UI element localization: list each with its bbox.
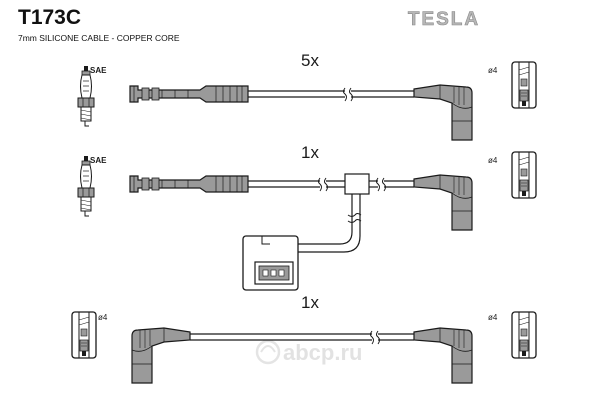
spark-plug-icon (77, 155, 95, 217)
coil-terminal-icon (511, 311, 537, 359)
coil-terminal-icon (511, 61, 537, 109)
lead-row-2: SAE 1x ø4 (77, 143, 537, 291)
plug-boot (129, 175, 249, 193)
lead-row-1: SAE 5x ø4 (77, 51, 537, 141)
lead-row-1-quantity: 5x (301, 51, 319, 70)
lead-row-1-left-label: SAE (90, 66, 107, 75)
lead-row-2-right-label: ø4 (488, 156, 498, 165)
watermark-text: abсp.ru (283, 340, 362, 365)
lead-row-3-quantity: 1x (301, 293, 319, 312)
suppressor-block (344, 173, 370, 195)
lead-row-3: ø4 1x ø4 (71, 293, 537, 384)
cable-break (318, 177, 328, 192)
cable-spec: 7mm SILICONE CABLE - COPPER CORE (18, 33, 180, 43)
lead-row-3-left-label: ø4 (98, 313, 108, 322)
coil-terminal-icon (71, 311, 97, 359)
brand-logo-text: TESLA (408, 9, 480, 29)
cable-break (376, 177, 386, 192)
cable-break (370, 330, 380, 345)
cable-break (347, 213, 362, 223)
coil-boot (413, 84, 473, 141)
lead-row-3-right-label: ø4 (488, 313, 498, 322)
coil-boot (413, 174, 473, 231)
coil-boot (131, 327, 191, 384)
sensor-branch (242, 194, 362, 291)
cable-break (343, 87, 353, 102)
lead-row-1-right-label: ø4 (488, 66, 498, 75)
part-code: T173C (18, 6, 82, 29)
lead-row-2-left-label: SAE (90, 156, 107, 165)
spark-plug-icon (77, 65, 95, 127)
coil-terminal-icon (511, 151, 537, 199)
coil-boot (413, 327, 473, 384)
lead-row-2-quantity: 1x (301, 143, 319, 162)
brand-logo: TESLA (408, 9, 480, 29)
watermark: abсp.ru (255, 339, 362, 365)
plug-boot (129, 85, 249, 103)
